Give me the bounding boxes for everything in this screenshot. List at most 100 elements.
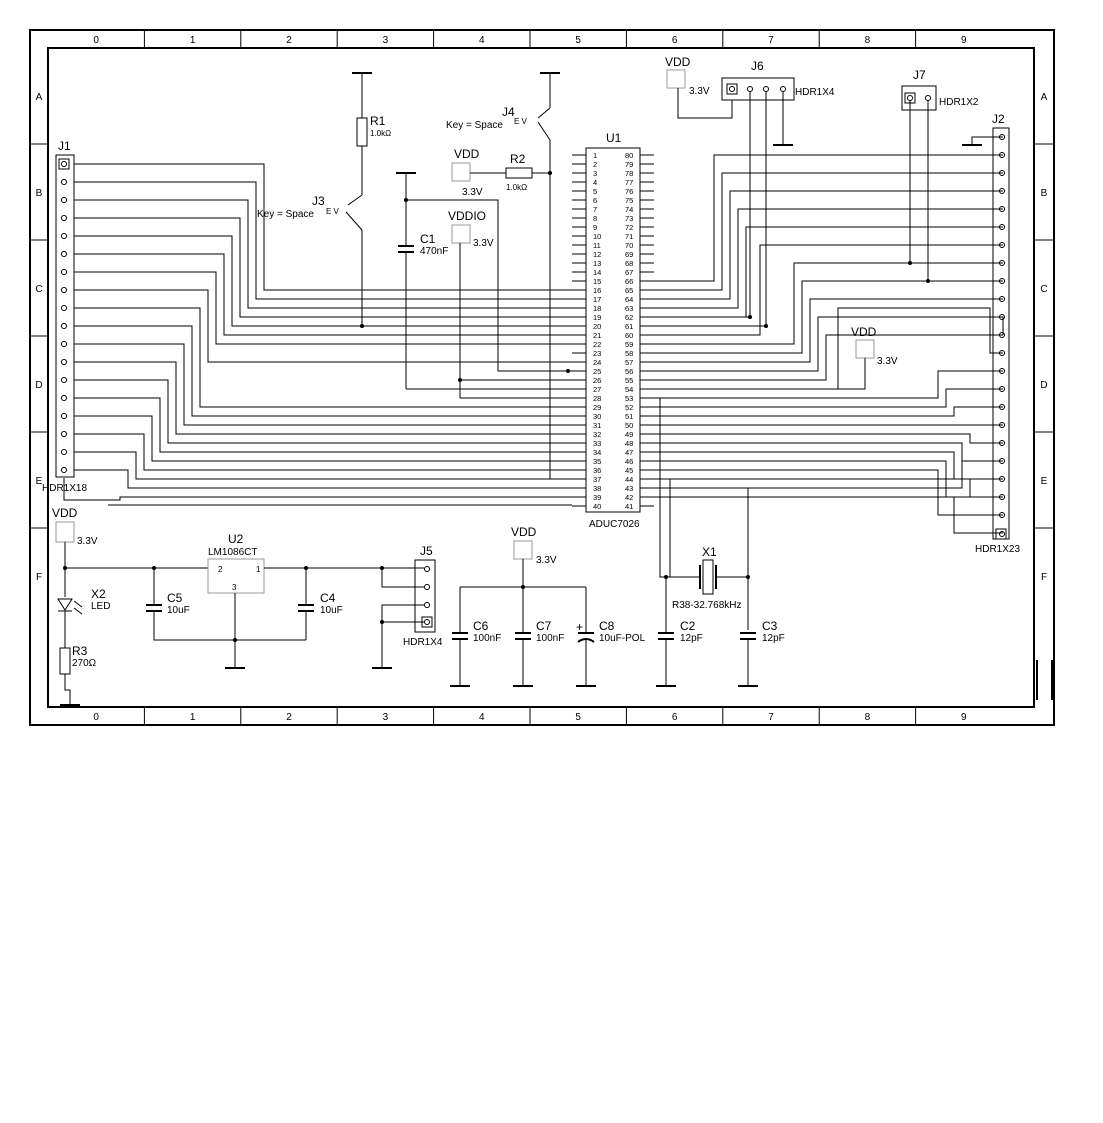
j1-pin (61, 377, 67, 383)
u1-pin-right: 75 (625, 196, 633, 205)
u1-pin-right: 46 (625, 457, 633, 466)
frame-col-bottom-0: 0 (93, 712, 99, 723)
r3-value: 270Ω (72, 658, 97, 669)
j7-type: HDR1X2 (939, 97, 979, 108)
r2-vdd-label: VDD (454, 147, 480, 161)
u1-pin-left: 35 (593, 457, 601, 466)
j4-pins: E V (514, 117, 528, 126)
u1-pin-right: 73 (625, 214, 633, 223)
u1-pin-left: 2 (593, 160, 597, 169)
frame-col-top-0: 0 (93, 35, 99, 46)
frame-col-top-4: 4 (479, 35, 485, 46)
frame-col-bottom-9: 9 (961, 712, 967, 723)
u2-ref: U2 (228, 532, 244, 546)
j1-pin (61, 269, 67, 275)
frame-col-top-3: 3 (383, 35, 389, 46)
j2-connector: J2 HDR1X23 (975, 112, 1020, 555)
frame-col-top-7: 7 (768, 35, 774, 46)
u1-pin-left: 23 (593, 349, 601, 358)
c4-value: 10uF (320, 605, 343, 616)
u1-pin-right: 79 (625, 160, 633, 169)
u1-pin-left: 5 (593, 187, 597, 196)
u1-pin-left: 13 (593, 259, 601, 268)
u1-pin-left: 25 (593, 367, 601, 376)
j5-type: HDR1X4 (403, 637, 443, 648)
x2-ref: X2 (91, 587, 106, 601)
j1-pin (61, 395, 67, 401)
decoupling-caps: VDD 3.3V C6 100nF C7 100nF + C8 10uF-POL (450, 525, 646, 687)
u1-type: ADUC7026 (589, 519, 640, 530)
c7-value: 100nF (536, 633, 564, 644)
u1-pin-right: 53 (625, 394, 633, 403)
c3-value: 12pF (762, 633, 785, 644)
j2-type: HDR1X23 (975, 544, 1020, 555)
u1-pin-left: 33 (593, 439, 601, 448)
r1-resistor: R1 1.0kΩ (352, 72, 391, 195)
j6-vdd-label: VDD (665, 55, 691, 69)
u1-pin-right: 48 (625, 439, 633, 448)
vddio-value: 3.3V (473, 238, 494, 249)
j1-pin (61, 161, 67, 167)
u1-pin-right: 41 (625, 502, 633, 511)
u2-pin-bottom: 3 (232, 583, 237, 592)
c2-ref: C2 (680, 619, 696, 633)
u1-pin-right: 70 (625, 241, 633, 250)
vdd-d8-label: VDD (851, 325, 877, 339)
j1-type: HDR1X18 (42, 483, 87, 494)
x1-type: R38-32.768kHz (672, 600, 741, 611)
u1-pin-left: 38 (593, 484, 601, 493)
u1-pin-left: 22 (593, 340, 601, 349)
r2-ref: R2 (510, 152, 526, 166)
frame-col-top-5: 5 (575, 35, 581, 46)
vddio-supply: VDDIO 3.3V (448, 209, 572, 399)
u1-pin-right: 47 (625, 448, 633, 457)
c2-value: 12pF (680, 633, 703, 644)
u1-pin-right: 69 (625, 250, 633, 259)
frame-row-left-B: B (36, 188, 43, 199)
u1-pin-left: 21 (593, 331, 601, 340)
u1-pin-right: 62 (625, 313, 633, 322)
u1-pin-left: 7 (593, 205, 597, 214)
c1-ref: C1 (420, 232, 436, 246)
u1-pin-right: 65 (625, 286, 633, 295)
u1-pin-left: 3 (593, 169, 597, 178)
frame-col-bottom-6: 6 (672, 712, 678, 723)
x1-ref: X1 (702, 545, 717, 559)
j6-connector: VDD 3.3V J6 HDR1X4 (654, 55, 835, 328)
u1-pin-right: 71 (625, 232, 633, 241)
j3-pins: E V (326, 207, 340, 216)
u1-pin-left: 18 (593, 304, 601, 313)
u1-pin-right: 64 (625, 295, 633, 304)
u2-pin-left: 2 (218, 565, 223, 574)
u1-pin-right: 60 (625, 331, 633, 340)
u1-pin-left: 14 (593, 268, 601, 277)
r2-vdd-value: 3.3V (462, 187, 483, 198)
j1-pin (61, 305, 67, 311)
u1-pin-left: 26 (593, 376, 601, 385)
c2-capacitor: C2 12pF (656, 577, 703, 687)
c1-capacitor: C1 470nF (396, 172, 572, 390)
u2-type: LM1086CT (208, 547, 257, 558)
j1-pin (61, 449, 67, 455)
j1-u1-wires (63, 163, 572, 506)
u2-pin-right: 1 (256, 565, 261, 574)
regulator-circuit: 2 1 3 U2 LM1086CT C5 10uF C4 10uF J5 HDR… (65, 532, 443, 669)
u1-pin-right: 67 (625, 268, 633, 277)
u1-pin-left: 15 (593, 277, 601, 286)
j6-ref: J6 (751, 59, 764, 73)
c4-ref: C4 (320, 591, 336, 605)
j7-ref: J7 (913, 68, 926, 82)
j1-pin (61, 215, 67, 221)
u1-pin-left: 20 (593, 322, 601, 331)
c8-ref: C8 (599, 619, 615, 633)
u1-pin-left: 39 (593, 493, 601, 502)
c5-ref: C5 (167, 591, 183, 605)
edge-marks (1036, 660, 1053, 700)
vdd-decoup-value: 3.3V (536, 555, 557, 566)
u1-pin-right: 58 (625, 349, 633, 358)
u1-pin-right: 63 (625, 304, 633, 313)
u1-pin-right: 72 (625, 223, 633, 232)
frame-col-bottom-1: 1 (190, 712, 196, 723)
j7-connector: J7 HDR1X2 (901, 68, 1003, 283)
frame-col-top-1: 1 (190, 35, 196, 46)
